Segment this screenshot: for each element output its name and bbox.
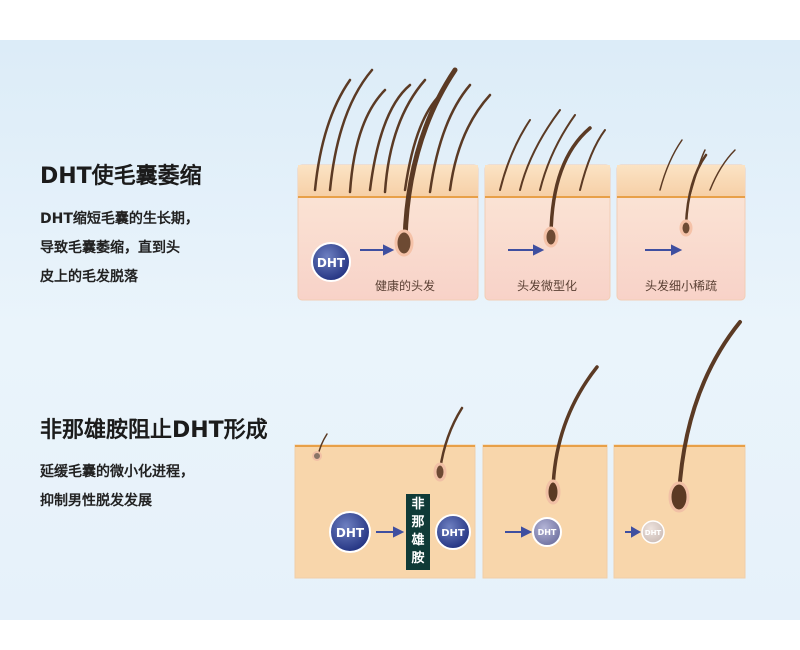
- dht-molecule-fading: [532, 517, 562, 547]
- stage-label-miniaturized: 头发微型化: [516, 279, 577, 293]
- badge-char: 那: [411, 515, 425, 530]
- section2-body: 延缓毛囊的微小化进程， 抑制男性脱发发展: [40, 458, 194, 516]
- finasteride-blocker-badge: 非 那 雄 胺: [406, 494, 430, 570]
- bottom-panels: [294, 320, 746, 579]
- dht-molecule: [311, 242, 351, 282]
- badge-char: 胺: [411, 551, 425, 566]
- body-line: 抑制男性脱发发展: [40, 493, 152, 509]
- stage-label-thinning: 头发细小稀疏: [644, 279, 717, 293]
- stage-label-healthy: 健康的头发: [374, 279, 435, 293]
- body-line: DHT缩短毛囊的生长期，: [40, 211, 199, 227]
- body-line: 导致毛囊萎缩，直到头: [40, 240, 180, 256]
- dht-molecule: [435, 514, 471, 550]
- dht-molecule: [329, 511, 371, 553]
- section1-title: DHT使毛囊萎缩: [40, 164, 202, 189]
- top-panels: [297, 67, 746, 301]
- body-line: 延缓毛囊的微小化进程，: [40, 464, 194, 480]
- section2-title: 非那雄胺阻止DHT形成: [40, 418, 268, 443]
- dht-label: DHT: [336, 526, 365, 540]
- body-line: 皮上的毛发脱落: [40, 269, 138, 285]
- badge-char: 雄: [411, 533, 425, 548]
- dht-label: DHT: [538, 528, 557, 537]
- section1-body: DHT缩短毛囊的生长期， 导致毛囊萎缩，直到头 皮上的毛发脱落: [40, 205, 199, 292]
- dht-label: DHT: [317, 256, 346, 270]
- dht-label: DHT: [441, 528, 465, 539]
- badge-char: 非: [411, 497, 425, 512]
- dht-label: DHT: [645, 529, 662, 537]
- dht-molecule-faded: [641, 520, 665, 544]
